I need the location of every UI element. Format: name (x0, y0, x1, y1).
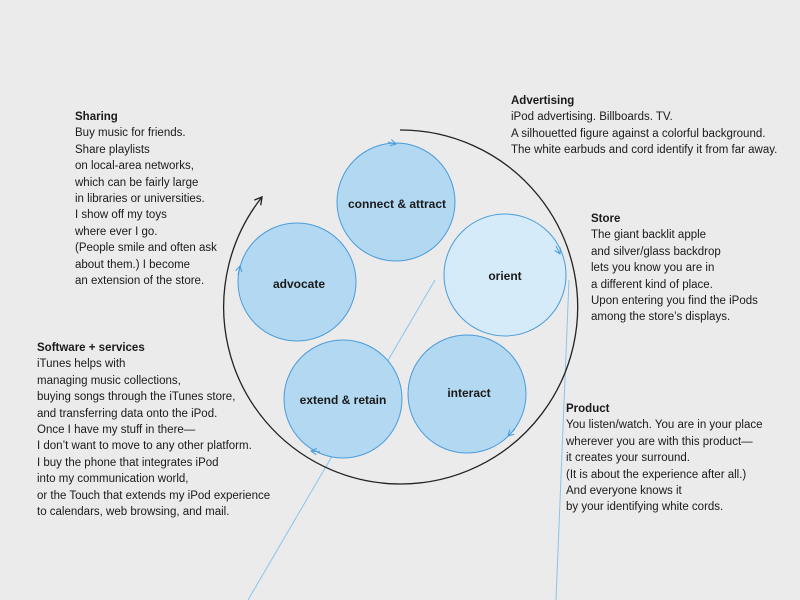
node-label-advocate: advocate (273, 277, 325, 291)
product-heading: Product (566, 403, 610, 415)
text-line: to calendars, web browsing, and mail. (37, 506, 230, 519)
store-heading: Store (591, 213, 621, 225)
text-line: by your identifying white cords. (566, 501, 724, 514)
text-line: (It is about the experience after all.) (566, 468, 747, 481)
node-label-connect: connect & attract (348, 197, 446, 211)
text-line: wherever you are with this product— (566, 435, 753, 448)
text-line: iTunes helps with (37, 358, 126, 371)
node-circle-advocate (237, 222, 357, 342)
product-section: Product You listen/watch. You are in you… (566, 401, 763, 516)
text-line: A silhouetted figure against a colorful … (511, 127, 766, 140)
outer-cycle-ring (223, 129, 579, 485)
text-line: about them.) I become (75, 258, 191, 271)
node-circle-interact (407, 334, 527, 454)
text-line: Share playlists (75, 143, 150, 156)
text-line: (People smile and often ask (75, 242, 217, 255)
text-line: You listen/watch. You are in your place (566, 419, 763, 432)
text-line: into my communication world, (37, 473, 189, 486)
text-line: The giant backlit apple (591, 229, 707, 242)
arrow-connect (387, 139, 398, 147)
sharing-section: Sharing Buy music for friends. Share play… (75, 109, 217, 289)
text-line: an extension of the store. (75, 275, 205, 288)
node-circle-extend (283, 339, 403, 459)
text-line: I buy the phone that integrates iPod (37, 456, 219, 469)
text-line: Once I have my stuff in there— (37, 424, 196, 437)
text-line: I show off my toys (75, 209, 167, 222)
text-line: and silver/glass backdrop (591, 245, 721, 258)
arrow-orient (554, 245, 561, 255)
node-label-interact: interact (447, 386, 490, 400)
text-line: And everyone knows it (566, 485, 682, 498)
software-services-heading: Software + services (37, 342, 145, 354)
store-section: Store The giant backlit apple and silver/… (591, 211, 758, 326)
text-line: lets you know you are in (591, 262, 715, 275)
node-label-orient: orient (488, 269, 521, 283)
software-services-section: Software + services iTunes helps with man… (37, 340, 270, 520)
advertising-heading: Advertising (511, 95, 575, 107)
text-line: Upon entering you find the iPods (591, 295, 758, 308)
text-line: or the Touch that extends my iPod experi… (37, 489, 271, 502)
text-line: and transferring data onto the iPod. (37, 407, 218, 420)
text-line: which can be fairly large (75, 176, 199, 189)
arrow-interact (507, 428, 516, 437)
text-line: it creates your surround. (566, 452, 691, 465)
sharing-heading: Sharing (75, 111, 118, 123)
text-line: Buy music for friends. (75, 127, 186, 140)
node-circle-orient (443, 213, 567, 337)
text-line: I don’t want to move to any other platfo… (37, 440, 252, 453)
text-line: where ever I go. (75, 225, 158, 238)
text-line: on local-area networks, (75, 160, 194, 173)
text-line: a different kind of place. (591, 278, 713, 291)
text-line: buying songs through the iTunes store, (37, 391, 236, 404)
leader-line-orient (555, 279, 570, 600)
text-line: iPod advertising. Billboards. TV. (511, 111, 673, 124)
arrow-advocate (235, 264, 243, 276)
text-line: in libraries or universities. (75, 193, 205, 206)
advertising-section: Advertising iPod advertising. Billboards… (511, 93, 777, 159)
text-line: managing music collections, (37, 374, 181, 387)
text-line: among the store’s displays. (591, 311, 731, 324)
text-line: The white earbuds and cord identify it f… (511, 144, 778, 157)
node-label-extend: extend & retain (300, 393, 387, 407)
arrow-extend (309, 447, 321, 456)
